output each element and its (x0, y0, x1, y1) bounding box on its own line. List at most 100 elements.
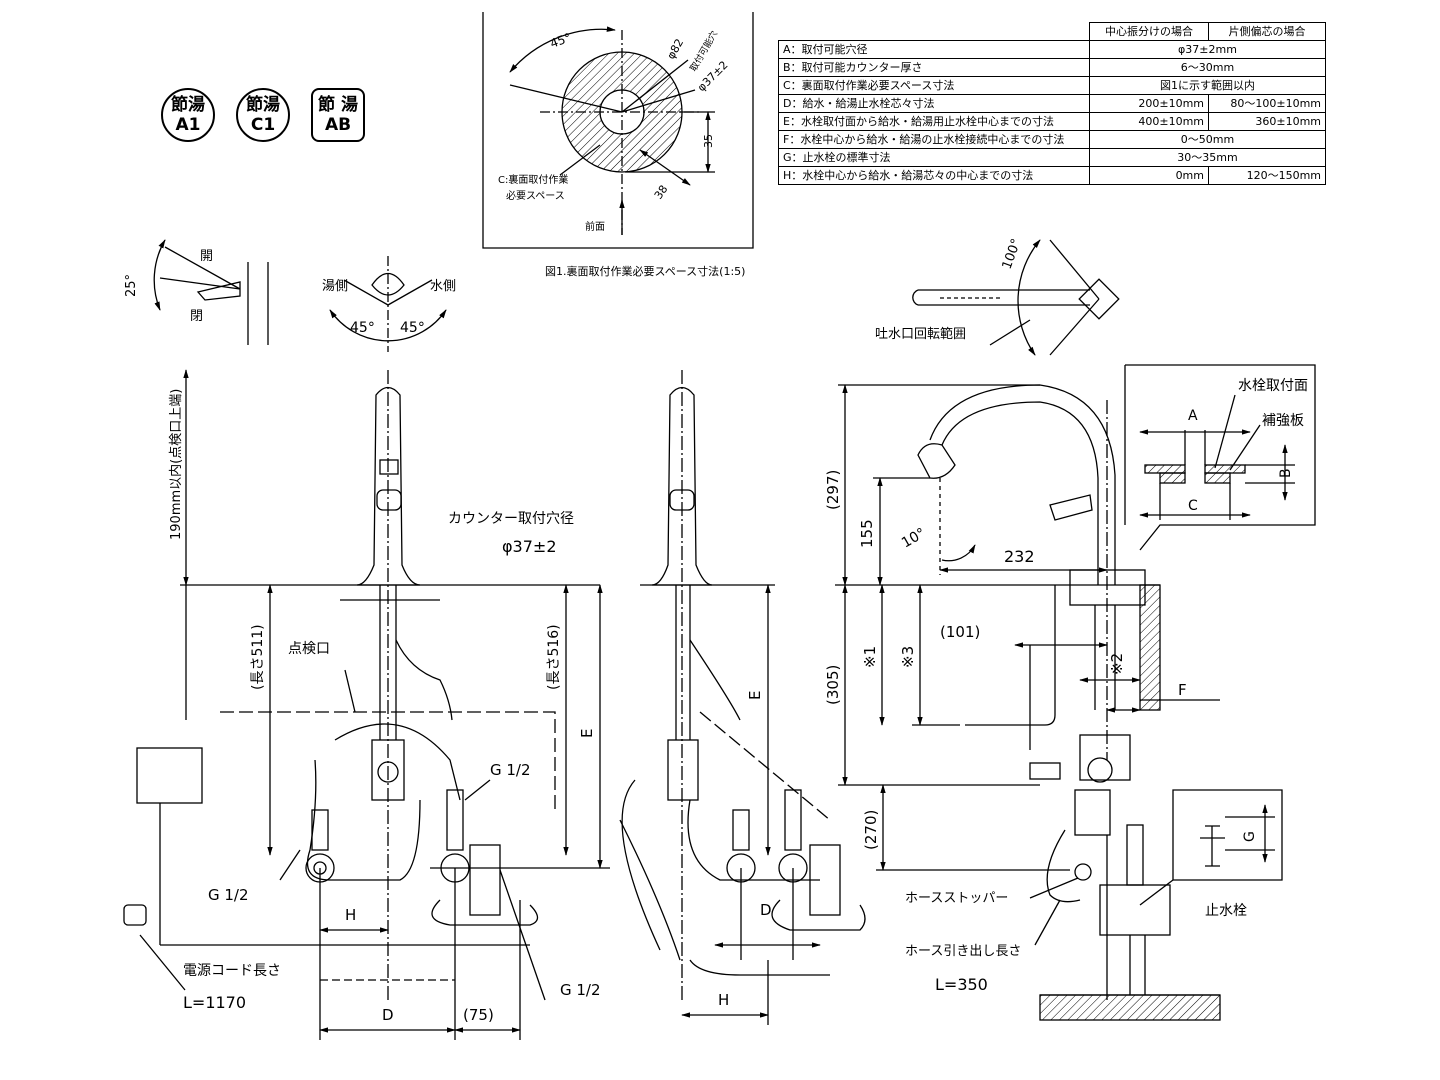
right-counter-section (965, 584, 1160, 726)
spec-header-row: 中心振分けの場合 片側偏芯の場合 (779, 22, 1326, 41)
side-cord (689, 639, 741, 721)
spec-value: 30～35mm (1089, 148, 1326, 167)
side-ground (689, 959, 830, 976)
right-spout-outer (929, 384, 1116, 585)
spec-row-c: C：裏面取付作業必要スペース寸法 図1に示す範囲以内 (778, 76, 1326, 95)
spout-rot-line-1 (1049, 239, 1100, 300)
right-valve-knob (1087, 757, 1113, 783)
front-hose-2 (306, 759, 421, 881)
front-len511: (長さ511) (250, 624, 266, 690)
front-len516: (長さ516) (546, 624, 562, 690)
front-hose-loop (334, 723, 461, 801)
hot-cold-view: 湯側 水側 45° 45° (322, 256, 456, 352)
front-view: 190mm以内(点検口上端) カウンター取付穴径 φ37±2 (長さ511) (… (123, 369, 610, 1040)
spec-row-h: H：水栓中心から給水・給湯芯々の中心までの寸法 0mm 120～150mm (778, 166, 1326, 185)
front-hose-1 (379, 585, 397, 740)
spout-label: 吐水口回転範囲 (875, 327, 966, 342)
right-d270: (270) (862, 810, 880, 850)
sv-icon (1200, 825, 1225, 867)
fig1-frame (482, 12, 754, 249)
front-g12-leader-2 (464, 779, 491, 801)
right-valve-side (1029, 762, 1061, 780)
spec-value-center: 200±10mm (1089, 94, 1209, 113)
fig1-dia82: φ82 (664, 37, 686, 62)
spec-label: H：水栓中心から給水・給湯芯々の中心までの寸法 (778, 166, 1090, 185)
front-inspection: 点検口 (288, 641, 330, 657)
figure-1: 45° φ82 取付可能穴 φ37±2 35 38 C:裏面取付作業 必要スペー… (482, 12, 754, 278)
side-stop-left (732, 809, 750, 851)
cd-counter-right (1204, 464, 1246, 474)
fig1-angle-arc (509, 26, 616, 73)
front-h: H (345, 906, 356, 924)
right-s2: ※2 (1108, 653, 1126, 675)
side-d: D (760, 901, 772, 919)
fig1-dim-38 (639, 149, 691, 186)
lever-arc (153, 239, 166, 311)
spout-label-leader (989, 319, 1031, 346)
right-wall-hatch (1139, 584, 1161, 711)
front-d: D (382, 1006, 394, 1024)
front-valve-knob (377, 761, 399, 783)
side-inspection (699, 711, 831, 821)
spout-rotation-view: 100° 吐水口回転範囲 (875, 237, 1120, 356)
sv-g: G (1242, 831, 1258, 842)
front-d75: (75) (463, 1006, 494, 1024)
cd-frame (1125, 364, 1316, 551)
fig1-dim38: 38 (652, 183, 671, 202)
right-spout-inner (941, 401, 1099, 585)
cd-counter-left (1144, 464, 1186, 474)
fig1-c-leader (559, 144, 601, 176)
spec-value-center: 400±10mm (1089, 112, 1209, 131)
front-faucet-body (356, 386, 421, 586)
right-d155: 155 (858, 519, 876, 548)
right-hose-stopper (1074, 863, 1092, 881)
badge-a1-top: 節湯 (171, 95, 205, 115)
spout-top (918, 289, 1090, 306)
front-hole-label: カウンター取付穴径 (448, 511, 574, 527)
right-hose-leader (1034, 899, 1061, 946)
counter-detail: 水栓取付面 補強板 A B C (1124, 364, 1316, 551)
side-valve-block (667, 739, 699, 801)
side-faucet-body (651, 386, 713, 586)
front-cord: 電源コード長さ (183, 963, 281, 979)
spec-label: C：裏面取付作業必要スペース寸法 (778, 76, 1090, 95)
lever-line-open (164, 246, 241, 290)
hc-line-cold (387, 279, 433, 306)
cd-plate: 補強板 (1262, 413, 1304, 429)
badge-c1: 節湯 C1 (236, 88, 290, 142)
spout-angle: 100° (1000, 237, 1025, 272)
hc-cold: 水側 (430, 279, 456, 294)
spout-base (1078, 278, 1120, 320)
right-s1: ※1 (861, 646, 879, 668)
right-hose-len: ホース引き出し長さ (905, 944, 1021, 959)
front-g12-leader-1 (279, 849, 301, 881)
cd-b: B (1278, 468, 1294, 478)
right-lever (1049, 494, 1093, 521)
badge-a1: 節湯 A1 (161, 88, 215, 142)
front-handle-ring (379, 459, 399, 475)
side-hose-3 (771, 899, 866, 931)
front-limit: 190mm以内(点検口上端) (168, 389, 184, 540)
front-inspection-leader (344, 669, 356, 713)
side-hose (675, 585, 691, 740)
front-lever (376, 489, 402, 511)
fig1-leader-37 (621, 89, 696, 113)
lever-handle (196, 281, 241, 301)
front-cord-len: L=1170 (183, 993, 246, 1012)
right-d297: (297) (824, 470, 842, 510)
side-e: E (746, 691, 764, 700)
spec-header-offset: 片側偏芯の場合 (1208, 22, 1326, 41)
badge-ab-top: 節 湯 (318, 95, 358, 115)
right-hose-stopper: ホースストッパー (905, 891, 1008, 906)
spec-row-g: G：止水栓の標準寸法 30～35mm (778, 148, 1326, 167)
spec-row-f: F：水栓中心から給水・給湯の止水栓接続中心までの寸法 0～50mm (778, 130, 1326, 149)
hc-arc (329, 309, 447, 342)
right-valve-lower (1074, 789, 1111, 836)
fig1-leader-82 (621, 59, 689, 113)
spec-value-offset: 80～100±10mm (1208, 94, 1326, 113)
front-inspection-port (220, 711, 556, 812)
side-stop-right (784, 789, 802, 851)
hc-45-right: 45° (400, 320, 425, 336)
spec-value-offset: 360±10mm (1208, 112, 1326, 131)
